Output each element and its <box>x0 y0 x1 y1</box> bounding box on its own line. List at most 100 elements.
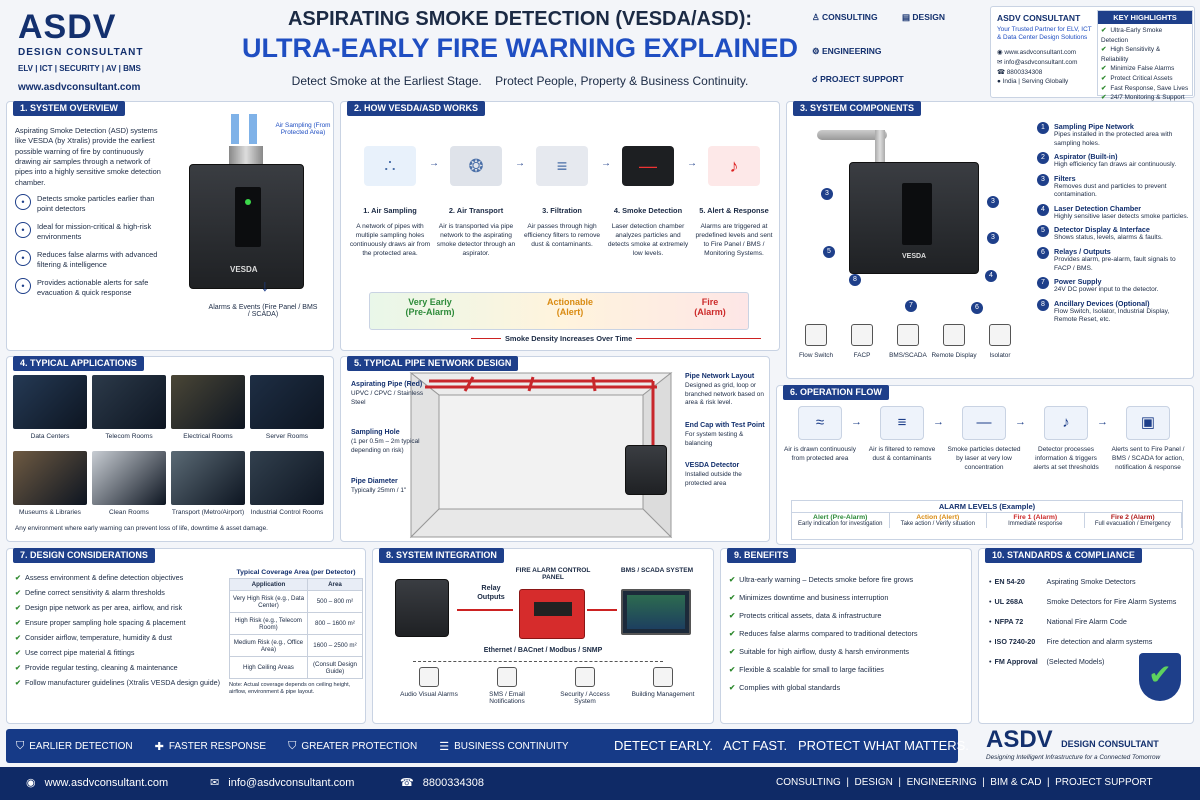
highlight-text: Minimize False Alarms <box>1110 65 1175 73</box>
check-icon: ✔ <box>1101 94 1107 102</box>
component-title: Detector Display & Interface <box>1054 225 1150 235</box>
design-item-text: Provide regular testing, cleaning & main… <box>25 663 178 672</box>
check-icon: ✔ <box>15 573 22 582</box>
component-number: 1 <box>1037 122 1049 134</box>
bus-label: Ethernet / BACnet / Modbus / SNMP <box>483 647 603 654</box>
standard-desc: (Selected Models) <box>1046 657 1105 666</box>
overview-point: •Provides actionable alerts for safe eva… <box>15 277 170 298</box>
design-item-text: Design pipe network as per area, airflow… <box>25 603 183 612</box>
component-number: 8 <box>1037 298 1049 311</box>
coverage-table-grid: Application Area Very High Risk (e.g., D… <box>229 578 364 679</box>
contact-email[interactable]: info@asdvconsultant.com <box>1004 58 1078 66</box>
bullet-icon: • <box>989 617 992 626</box>
phone-icon: ☎ <box>997 68 1005 76</box>
service-design[interactable]: DESIGN <box>912 12 945 22</box>
benefit-item: ✔Suitable for high airflow, dusty & hars… <box>729 647 969 656</box>
coverage-row: Medium Risk (e.g., Office Area)1600 – 25… <box>229 634 364 657</box>
service-engineering[interactable]: ENGINEERING <box>822 46 882 56</box>
peripheral-label: FACP <box>853 352 871 359</box>
logo-text: ASDV <box>18 8 117 46</box>
key-highlights: KEY HIGHLIGHTS ✔Ultra-Early Smoke Detect… <box>1097 10 1193 101</box>
application-tile: Data Centers <box>13 375 87 440</box>
facp-panel <box>519 589 585 639</box>
flow-step: ♪Detector processes information & trigge… <box>1027 406 1108 472</box>
pipe-callout-title: End Cap with Test Point <box>685 421 765 429</box>
alarm-levels-title: ALARM LEVELS (Example) <box>792 501 1182 513</box>
footer-email[interactable]: info@asdvconsultant.com <box>228 777 355 789</box>
design-item-text: Assess environment & define detection ob… <box>25 573 184 582</box>
overview-point-text: Detects smoke particles earlier than poi… <box>37 194 155 213</box>
arrow-right-icon: → <box>1015 416 1026 428</box>
benefit-item: ✔Ultra-early warning – Detects smoke bef… <box>729 575 969 584</box>
alarm-level-name: Actionable <box>546 297 593 307</box>
location-icon: ● <box>997 78 1001 86</box>
flow-step: —Smoke particles detected by laser at ve… <box>945 406 1026 472</box>
design-item-text: Follow manufacturer guidelines (Xtralis … <box>25 678 220 687</box>
overview-point-text: Ideal for mission-critical & high-risk e… <box>37 221 152 241</box>
benefit-item: ✔Minimizes downtime and business interru… <box>729 593 969 602</box>
alarm-level-sub: (Alarm) <box>694 307 726 317</box>
bullet-icon: • <box>989 637 992 646</box>
shield-icon: ⛉ <box>288 739 297 752</box>
component-desc: Removes dust and particles to prevent co… <box>1054 182 1167 199</box>
coverage-application: Very High Risk (e.g., Data Center) <box>229 590 308 613</box>
how-step-title: 5. Alert & Response <box>699 206 769 215</box>
application-label: Server Rooms <box>265 433 309 440</box>
peripheral-device: FACP <box>839 324 885 359</box>
brand-logo: ASDV DESIGN CONSULTANT ELV | ICT | SECUR… <box>18 8 144 93</box>
phone-icon: ☎ <box>400 777 414 789</box>
benefit-text: Protects critical assets, data & infrast… <box>739 611 882 620</box>
mail-icon: ✉ <box>210 777 220 789</box>
application-tile: Industrial Control Rooms <box>250 451 324 516</box>
design-item-text: Define correct sensitivity & alarm thres… <box>25 588 165 597</box>
benefit-text: Reduces false alarms compared to traditi… <box>739 629 918 638</box>
section-system-overview: 1. SYSTEM OVERVIEW Aspirating Smoke Dete… <box>6 101 334 351</box>
brand-url[interactable]: www.asdvconsultant.com <box>18 82 141 93</box>
integration-output-label: Audio Visual Alarms <box>400 691 458 698</box>
benefit-text: Minimizes downtime and business interrup… <box>739 593 889 602</box>
check-icon: ✔ <box>729 575 736 584</box>
service-consulting[interactable]: CONSULTING <box>822 12 878 22</box>
application-label: Data Centers <box>30 433 70 440</box>
contact-web[interactable]: www.asdvconsultant.com <box>1004 48 1077 56</box>
room-diagram <box>403 367 679 541</box>
section-title: 6. OPERATION FLOW <box>783 385 889 400</box>
component-title: Filters <box>1054 173 1076 183</box>
coverage-table-title: Typical Coverage Area (per Detector) <box>236 569 356 576</box>
section-title: 9. BENEFITS <box>727 548 796 563</box>
design-item: ✔Design pipe network as per area, airflo… <box>15 603 225 612</box>
banner-item: ⛉GREATER PROTECTION <box>288 740 417 753</box>
coverage-area: 1600 – 2500 m² <box>306 634 364 657</box>
component-desc: Provides alarm, pre-alarm, fault signals… <box>1054 255 1176 272</box>
application-tile: Telecom Rooms <box>92 375 166 440</box>
pipe-callout-title: Pipe Diameter <box>351 477 398 485</box>
air-arrows <box>225 114 265 150</box>
footer-phone[interactable]: 8800334308 <box>422 777 484 789</box>
contact-phone[interactable]: 8800334308 <box>1006 68 1043 76</box>
component-number: 3 <box>1037 173 1049 186</box>
standard-desc: National Fire Alarm Code <box>1046 617 1127 626</box>
filter-icon: ≡ <box>536 146 588 186</box>
alarm-level-cell: Fire 1 (Alarm)Immediate response <box>987 513 1085 528</box>
shield-icon: ⛉ <box>16 739 25 752</box>
arrow-right-icon: → <box>851 416 862 428</box>
component-desc: Pipes installed in the protected area wi… <box>1054 131 1173 147</box>
service-project-support[interactable]: PROJECT SUPPORT <box>820 74 904 84</box>
envelope-icon <box>497 667 517 687</box>
globe-icon: ◉ <box>26 777 36 789</box>
footer-url[interactable]: www.asdvconsultant.com <box>44 777 169 789</box>
banner-logo-tag: Designing Intelligent Infrastructure for… <box>986 754 1161 761</box>
section-title: 10. STANDARDS & COMPLIANCE <box>985 548 1142 563</box>
standard-desc: Smoke Detectors for Fire Alarm Systems <box>1046 597 1177 606</box>
application-image <box>250 375 324 429</box>
component-title: Relays / Outputs <box>1054 246 1111 256</box>
application-label: Electrical Rooms <box>183 433 233 440</box>
contact-title: ASDV CONSULTANT <box>997 13 1081 23</box>
footer-links[interactable]: CONSULTING | DESIGN | ENGINEERING | BIM … <box>776 777 1153 788</box>
banner-logo-text: ASDV <box>986 726 1053 753</box>
